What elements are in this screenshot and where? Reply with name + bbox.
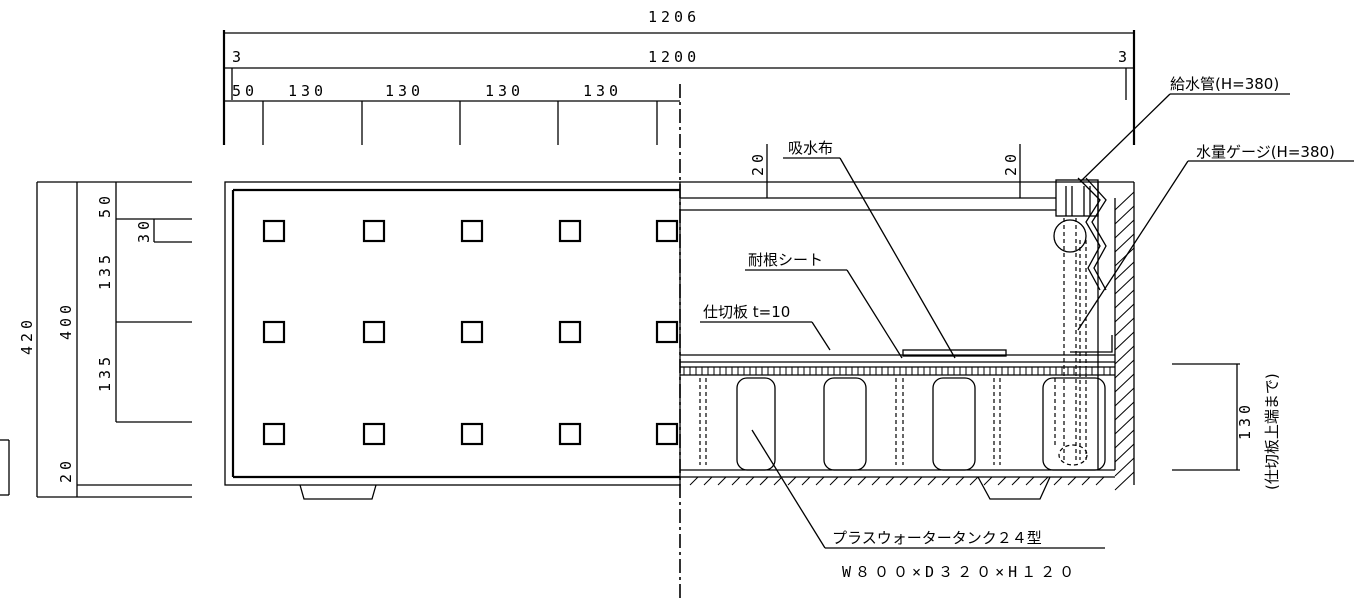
bottom-margin-label: 20	[57, 457, 75, 483]
absorbent-cloth-label: 吸水布	[788, 139, 833, 157]
row-pitch-label-1: 135	[96, 251, 114, 290]
right-height-label: 130	[1236, 401, 1254, 440]
gap-left-label: 20	[749, 150, 767, 176]
right-wall	[1097, 182, 1135, 491]
row-pitch-label-2: 135	[96, 353, 114, 392]
right-height-dimension: 130 (仕切板上端まで)	[1172, 363, 1281, 490]
overall-width-label: 1206	[648, 8, 700, 26]
supply-pipe-label: 給水管(H=380)	[1170, 75, 1279, 93]
callouts: 給水管(H=380) 水量ゲージ(H=380) 吸水布 耐根シート 仕切板 t=…	[700, 75, 1354, 581]
gap-right-label: 20	[1002, 150, 1020, 176]
root-sheet-label: 耐根シート	[748, 251, 823, 269]
edge-right-label: 3	[1118, 48, 1131, 66]
panel-plan-view	[224, 181, 681, 500]
spacing-label-2: 130	[288, 82, 327, 100]
spacing-label-4: 130	[485, 82, 524, 100]
left-dimensions: 420 400 50 30 135 135 20	[0, 181, 192, 498]
overall-height-label: 420	[18, 316, 36, 355]
top-margin-label: 50	[96, 192, 114, 218]
edge-left-label: 3	[232, 48, 245, 66]
right-height-note: (仕切板上端まで)	[1263, 373, 1281, 490]
top-dimensions: 1206 1200 3 3 50 130 130 130 130	[222, 8, 1136, 145]
inner-height-label: 400	[57, 301, 75, 340]
base-hatching	[689, 476, 1105, 486]
supply-pipe-assembly	[1053, 177, 1113, 466]
inner-width-label: 1200	[648, 48, 700, 66]
partition-label: 仕切板 t=10	[703, 303, 790, 321]
section-view: 20 20	[679, 84, 1135, 601]
water-gauge-label: 水量ゲージ(H=380)	[1196, 143, 1335, 161]
tank-name-label: プラスウォータータンク２４型	[832, 529, 1042, 547]
tank-size-label: W８００×D３２０×H１２０	[842, 563, 1078, 581]
spacing-label-1: 50	[232, 82, 258, 100]
drain-holes	[262, 219, 679, 446]
spacing-label-5: 130	[583, 82, 622, 100]
drain-mat-ribs	[683, 367, 1111, 375]
hole-size-label: 30	[135, 217, 153, 243]
spacing-label-3: 130	[385, 82, 424, 100]
